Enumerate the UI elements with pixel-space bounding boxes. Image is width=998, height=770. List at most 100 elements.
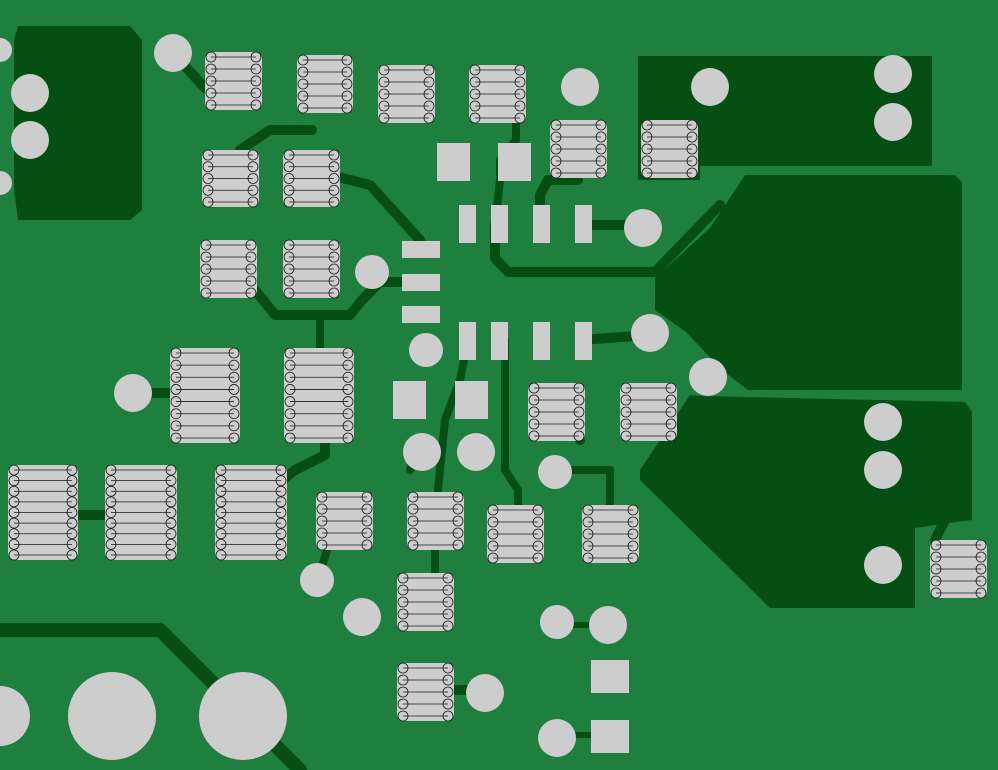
pad-outline-circle — [641, 131, 653, 143]
pad-outline-circle — [487, 540, 499, 552]
pad-outline-circle — [215, 507, 227, 518]
pad-outline-circle — [487, 504, 499, 516]
pad-outline-circle — [378, 76, 390, 88]
smd-pad — [402, 241, 440, 258]
pad-outline-circle — [397, 584, 409, 596]
pad-outline-circle — [514, 64, 526, 76]
smd-pad — [437, 143, 470, 181]
pad-outline-circle — [397, 620, 409, 632]
pad-outline-circle — [442, 584, 454, 596]
pad-outline-circle — [342, 408, 354, 420]
pad-outline-circle — [165, 517, 177, 529]
pad-outline-circle — [8, 528, 20, 540]
via — [589, 606, 627, 644]
pad-outline-circle — [328, 251, 340, 263]
pad-outline-circle — [66, 496, 78, 508]
pad-outline-circle — [641, 155, 653, 167]
pad-outline-circle — [442, 596, 454, 608]
pad-outline-circle — [283, 275, 295, 287]
smd-passive — [215, 464, 287, 561]
smd-passive — [528, 382, 585, 442]
pad-outline-circle — [284, 371, 296, 383]
pad-outline-circle — [573, 394, 585, 406]
pad-outline-circle — [452, 527, 464, 539]
smd-pad — [533, 322, 550, 360]
pad-outline-circle — [627, 528, 639, 540]
pad-outline-circle — [245, 263, 257, 275]
pad-outline-circle — [215, 549, 227, 561]
smd-pad — [533, 205, 550, 243]
pad-outline-circle — [247, 173, 259, 184]
pad-outline-circle — [550, 119, 562, 131]
pad-outline-circle — [66, 528, 78, 540]
smd-passive — [397, 662, 454, 722]
pad-outline-circle — [165, 475, 177, 487]
pad-outline-circle — [250, 99, 262, 111]
pad-outline-circle — [361, 503, 373, 515]
vias — [0, 34, 912, 760]
via — [624, 209, 662, 247]
pad-outline-circle — [328, 263, 340, 275]
pad-outline-circle — [487, 528, 499, 540]
pad-outline-circle — [245, 239, 257, 251]
pad-outline-circle — [620, 394, 632, 406]
pad-outline-circle — [66, 464, 78, 476]
pad-outline-circle — [627, 504, 639, 516]
pad-outline-circle — [342, 432, 354, 444]
smd-pad — [402, 306, 440, 323]
pad-outline-circle — [316, 503, 328, 515]
pad-outline-circle — [341, 78, 353, 90]
pad-outline-circle — [582, 528, 594, 540]
pad-outline-circle — [328, 196, 340, 208]
pad-outline-circle — [361, 491, 373, 503]
pad-outline-circle — [641, 167, 653, 179]
pad-outline-circle — [342, 384, 354, 395]
via — [466, 674, 504, 712]
via — [864, 546, 902, 584]
pad-outline-circle — [361, 527, 373, 539]
pad-outline-circle — [250, 63, 262, 75]
pad-outline-circle — [397, 710, 409, 722]
pad-outline-circle — [665, 418, 677, 430]
pad-outline-circle — [170, 384, 182, 395]
pad-outline-circle — [297, 54, 309, 66]
pad-outline-circle — [407, 539, 419, 551]
pad-outline-circle — [641, 143, 653, 155]
pad-outline-circle — [200, 239, 212, 251]
mounting-pad — [199, 672, 287, 760]
pad-outline-circle — [228, 420, 240, 432]
pad-outline-circle — [361, 539, 373, 551]
pad-outline-circle — [215, 464, 227, 476]
pad-outline-circle — [686, 119, 698, 131]
pad-outline-circle — [105, 538, 117, 550]
pad-outline-circle — [442, 686, 454, 698]
smd-passive — [316, 491, 373, 551]
smd-passive — [469, 64, 526, 124]
pad-outline-circle — [595, 155, 607, 167]
smd-passive — [620, 382, 677, 442]
smd-passive — [283, 239, 340, 299]
pad-outline-circle — [407, 503, 419, 515]
pad-outline-circle — [247, 196, 259, 208]
pad-outline-circle — [8, 507, 20, 518]
smd-pad — [459, 322, 476, 360]
via — [864, 403, 902, 441]
pad-outline-circle — [528, 394, 540, 406]
pad-outline-circle — [514, 112, 526, 124]
pad-outline-circle — [105, 496, 117, 508]
smd-pad — [491, 322, 508, 360]
pad-outline-circle — [442, 608, 454, 620]
via — [457, 433, 495, 471]
pad-outline-circle — [105, 485, 117, 497]
pad-outline-circle — [284, 359, 296, 371]
pad-outline-circle — [469, 100, 481, 112]
pad-outline-circle — [442, 572, 454, 584]
pad-outline-circle — [514, 100, 526, 112]
pad-outline-circle — [170, 347, 182, 359]
trace — [930, 515, 950, 545]
pad-outline-circle — [170, 359, 182, 371]
pad-outline-circle — [686, 143, 698, 155]
via — [540, 605, 574, 639]
smd-pad — [284, 348, 354, 443]
pad-outline-circle — [582, 540, 594, 552]
